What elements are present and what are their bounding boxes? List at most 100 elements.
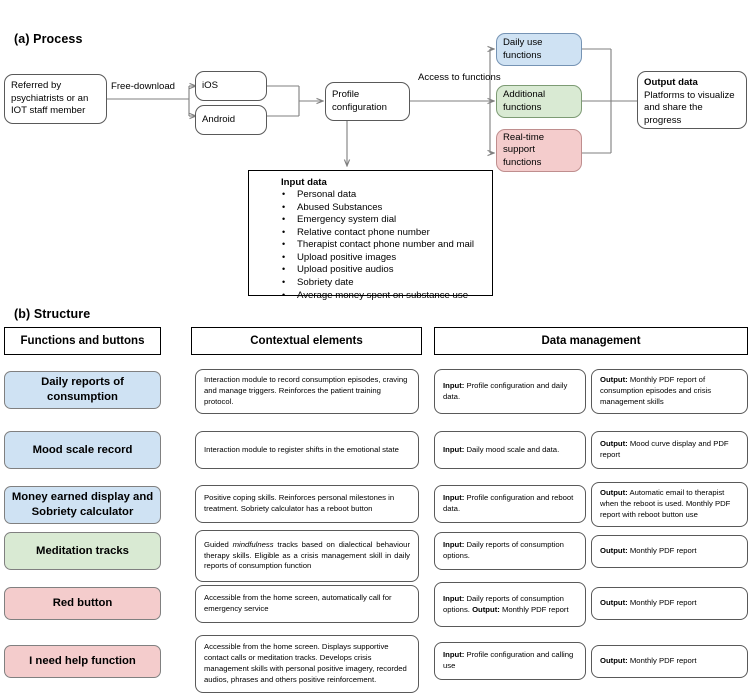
input-cell-label: Input: bbox=[443, 380, 465, 390]
contextual-cell-text: Guided mindfulness tracks based on diale… bbox=[204, 540, 410, 573]
input-data-title: Input data bbox=[281, 177, 327, 188]
input-cell-text: Input: Daily mood scale and data. bbox=[443, 445, 559, 456]
section-b-title: (b) Structure bbox=[14, 307, 91, 321]
output-cell: Output: Automatic email to therapist whe… bbox=[591, 482, 748, 527]
output-cell-text: Output: Monthly PDF report bbox=[600, 546, 697, 557]
column-header-functions-label: Functions and buttons bbox=[20, 335, 145, 347]
input-data-item: Therapist contact phone number and mail bbox=[282, 239, 488, 252]
output-cell: Output: Monthly PDF report bbox=[591, 535, 748, 568]
output-cell-value: Monthly PDF report bbox=[627, 598, 697, 608]
function-button-label: Money earned display and Sobriety calcul… bbox=[11, 491, 154, 518]
output-cell-label: Output: bbox=[600, 439, 628, 449]
contextual-text-post: tracks based on dialectical behaviour th… bbox=[204, 539, 410, 571]
input-cell: Input: Daily reports of consumption opti… bbox=[434, 532, 586, 570]
output-cell-label: Output: bbox=[600, 656, 628, 666]
contextual-cell: Positive coping skills. Reinforces perso… bbox=[195, 485, 419, 523]
input-cell: Input: Profile configuration and calling… bbox=[434, 642, 586, 680]
contextual-cell: Guided mindfulness tracks based on diale… bbox=[195, 530, 419, 582]
process-box-output-data: Output data Platforms to visualize and s… bbox=[637, 71, 747, 129]
process-box-android: Android bbox=[195, 105, 267, 135]
input-cell-text: Input: Daily reports of consumption opti… bbox=[443, 594, 577, 616]
input-cell-label: Input: bbox=[443, 650, 465, 660]
input-data-item: Relative contact phone number bbox=[282, 227, 488, 240]
process-box-realtime-label: Real-time support functions bbox=[503, 131, 545, 168]
function-button-label: I need help function bbox=[29, 655, 136, 668]
input-cell-value: Profile configuration and calling use bbox=[443, 650, 574, 670]
contextual-text-emphasis: mindfulness bbox=[232, 539, 274, 549]
output-cell-value: Monthly PDF report bbox=[627, 656, 697, 666]
output-cell: Output: Monthly PDF report bbox=[591, 587, 748, 620]
process-box-referred: Referred by psychiatrists or an IOT staf… bbox=[4, 74, 107, 124]
output-cell-text: Output: Monthly PDF report bbox=[600, 656, 697, 667]
contextual-text-pre: Guided bbox=[204, 539, 233, 549]
process-box-additional-functions: Additional functions bbox=[496, 85, 582, 118]
function-button-label: Red button bbox=[52, 597, 113, 610]
input-data-item: Average money spent on substance use bbox=[282, 290, 488, 303]
process-box-ios: iOS bbox=[195, 71, 267, 101]
input-cell-text: Input: Profile configuration and reboot … bbox=[443, 493, 577, 515]
input-cell: Input: Daily reports of consumption opti… bbox=[434, 582, 586, 627]
contextual-cell-text: Interaction module to record consumption… bbox=[204, 375, 408, 406]
input-cell-label-secondary: Output: bbox=[472, 604, 500, 614]
column-header-contextual-label: Contextual elements bbox=[250, 335, 363, 347]
input-cell: Input: Daily mood scale and data. bbox=[434, 431, 586, 469]
input-cell-text: Input: Profile configuration and daily d… bbox=[443, 381, 577, 403]
input-cell-value: Daily reports of consumption options. bbox=[443, 593, 564, 614]
output-cell: Output: Monthly PDF report of consumptio… bbox=[591, 369, 748, 414]
function-button[interactable]: Money earned display and Sobriety calcul… bbox=[4, 486, 161, 524]
input-cell-text: Input: Daily reports of consumption opti… bbox=[443, 540, 577, 562]
input-cell-label: Input: bbox=[443, 593, 465, 603]
contextual-cell-text: Accessible from the home screen. Display… bbox=[204, 642, 407, 684]
function-button[interactable]: Red button bbox=[4, 587, 161, 620]
function-button[interactable]: Meditation tracks bbox=[4, 532, 161, 570]
input-cell-value: Profile configuration and reboot data. bbox=[443, 493, 574, 513]
process-box-ios-label: iOS bbox=[202, 79, 218, 91]
process-box-output-title: Output data bbox=[644, 77, 698, 88]
input-cell: Input: Profile configuration and daily d… bbox=[434, 369, 586, 414]
process-label-free-download: Free-download bbox=[111, 81, 175, 92]
input-data-item: Sobriety date bbox=[282, 277, 488, 290]
output-cell-value: Mood curve display and PDF report bbox=[600, 439, 729, 459]
function-button[interactable]: Daily reports of consumption bbox=[4, 371, 161, 409]
output-cell-value: Monthly PDF report of consumption episod… bbox=[600, 375, 712, 406]
output-cell-value: Monthly PDF report bbox=[627, 546, 697, 556]
output-cell-label: Output: bbox=[600, 375, 628, 385]
column-header-functions: Functions and buttons bbox=[4, 327, 161, 355]
process-box-referred-label: Referred by psychiatrists or an IOT staf… bbox=[11, 80, 89, 117]
process-connectors bbox=[107, 0, 637, 300]
output-cell-value: Automatic email to therapist when the re… bbox=[600, 488, 731, 519]
output-cell-text: Output: Monthly PDF report bbox=[600, 598, 697, 609]
process-box-android-label: Android bbox=[202, 113, 236, 125]
column-header-data-management-label: Data management bbox=[541, 335, 641, 347]
output-cell-label: Output: bbox=[600, 546, 628, 556]
column-header-contextual: Contextual elements bbox=[191, 327, 422, 355]
input-cell-text: Input: Profile configuration and calling… bbox=[443, 650, 577, 672]
column-header-data-management: Data management bbox=[434, 327, 748, 355]
input-cell-value: Daily mood scale and data. bbox=[464, 444, 560, 454]
output-cell-text: Output: Mood curve display and PDF repor… bbox=[600, 439, 739, 461]
output-cell-label: Output: bbox=[600, 488, 628, 498]
process-diagram: Referred by psychiatrists or an IOT staf… bbox=[0, 0, 750, 303]
input-cell-label: Input: bbox=[443, 540, 465, 550]
contextual-cell-text: Accessible from the home screen, automat… bbox=[204, 593, 392, 613]
function-button[interactable]: I need help function bbox=[4, 645, 161, 678]
output-cell-text: Output: Monthly PDF report of consumptio… bbox=[600, 375, 739, 408]
input-data-item: Emergency system dial bbox=[282, 214, 488, 227]
process-box-daily-use-label: Daily use functions bbox=[503, 36, 543, 61]
function-button[interactable]: Mood scale record bbox=[4, 431, 161, 469]
output-cell-text: Output: Automatic email to therapist whe… bbox=[600, 488, 739, 521]
process-box-profile-label: Profile configuration bbox=[332, 88, 387, 113]
input-cell-value: Daily reports of consumption options. bbox=[443, 540, 564, 560]
output-cell: Output: Mood curve display and PDF repor… bbox=[591, 431, 748, 469]
function-button-label: Mood scale record bbox=[32, 443, 133, 456]
input-cell-value-secondary: Monthly PDF report bbox=[499, 604, 569, 614]
contextual-cell: Interaction module to record consumption… bbox=[195, 369, 419, 414]
input-cell-label: Input: bbox=[443, 444, 465, 454]
input-cell: Input: Profile configuration and reboot … bbox=[434, 485, 586, 523]
process-box-daily-use-functions: Daily use functions bbox=[496, 33, 582, 66]
input-cell-label: Input: bbox=[443, 493, 465, 503]
contextual-cell: Accessible from the home screen, automat… bbox=[195, 585, 419, 623]
process-label-access-to-functions: Access to functions bbox=[418, 72, 501, 83]
contextual-cell-text: Positive coping skills. Reinforces perso… bbox=[204, 493, 395, 513]
